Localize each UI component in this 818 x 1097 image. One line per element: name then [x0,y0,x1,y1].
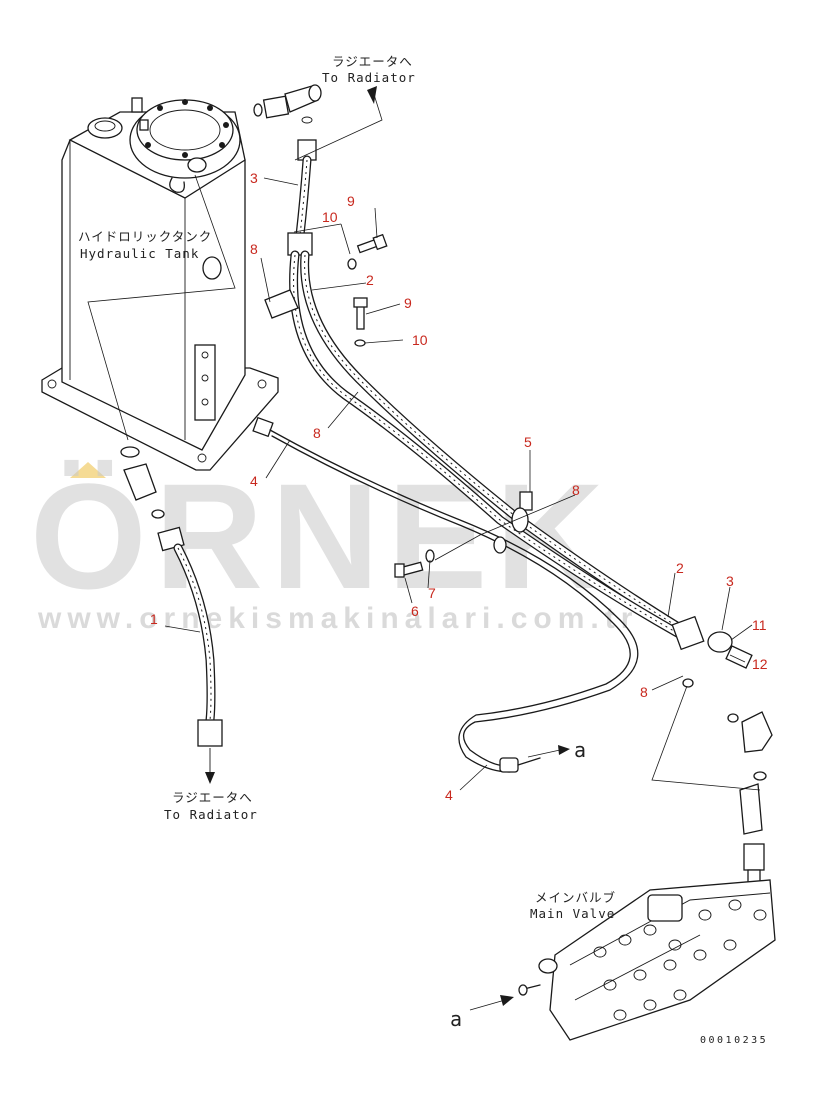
part-number-9-top: 9 [347,193,355,209]
main-valve [518,879,776,1041]
hose-3-long [289,250,695,645]
clamp-8-top [264,289,299,319]
leader-lines [87,174,761,791]
arrow-a-left-label: a [450,1007,463,1031]
part-number-12: 12 [752,656,768,672]
bolt-9-mid [353,297,368,347]
watermark-brand: ÖRNEK [30,452,612,620]
to-radiator-top-en: To Radiator [322,70,416,85]
clamp-5 [511,491,533,533]
top-elbow-fitting [253,84,322,161]
part-number-8-top: 8 [250,241,258,257]
arrow-a-left [469,995,514,1011]
part-number-11: 11 [752,617,767,633]
to-radiator-top-arrow [294,86,383,161]
watermark-url: www.ornekismakinalari.com.tr [37,602,638,635]
main-valve-elbow [727,711,773,899]
arrow-a-right [527,745,570,758]
part-number-3-right: 3 [726,573,734,589]
part-number-6: 6 [411,603,419,619]
hose-4 [252,416,639,773]
part-number-10-top: 10 [322,209,338,225]
hydraulic-tank [41,97,279,471]
part-number-4-bottom: 4 [445,787,453,803]
main-valve-en: Main Valve [530,906,615,921]
fittings-11-12 [671,615,753,688]
bolt-6-washer-7 [394,536,507,578]
arrow-a-right-label: a [574,738,587,762]
part-number-2-right: 2 [676,560,684,576]
part-number-1: 1 [150,611,158,627]
text-labels: ラジエータへ To Radiator ハイドロリックタンク Hydraulic … [78,54,768,1046]
hydraulic-tank-jp: ハイドロリックタンク [78,229,212,244]
part-number-7: 7 [428,585,436,601]
part-number-8-mid: 8 [313,425,321,441]
part-number-9-mid: 9 [404,295,412,311]
hose-2-long [300,250,685,633]
part-number-10-mid: 10 [412,332,428,348]
part-number-8-right: 8 [572,482,580,498]
hose-1 [120,446,223,784]
hydraulic-tank-en: Hydraulic Tank [80,246,199,261]
watermark: ÖRNEK www.ornekismakinalari.com.tr [30,452,638,635]
drawing-code: 00010235 [700,1035,768,1046]
part-numbers: 3 10 9 8 2 9 10 8 4 5 8 7 6 1 2 3 11 12 … [150,170,768,803]
part-number-5: 5 [524,434,532,450]
part-number-2-top: 2 [366,272,374,288]
watermark-accent-icon [70,462,106,478]
part-number-3-top: 3 [250,170,258,186]
bolt-9-top [347,233,388,270]
part-number-4-top: 4 [250,473,258,489]
to-radiator-bottom-jp: ラジエータへ [172,790,253,805]
part-number-8-lower: 8 [640,684,648,700]
main-valve-jp: メインバルブ [535,890,616,905]
to-radiator-top-jp: ラジエータへ [332,54,413,69]
hose-3-upper [287,155,313,256]
to-radiator-bottom-en: To Radiator [164,807,258,822]
